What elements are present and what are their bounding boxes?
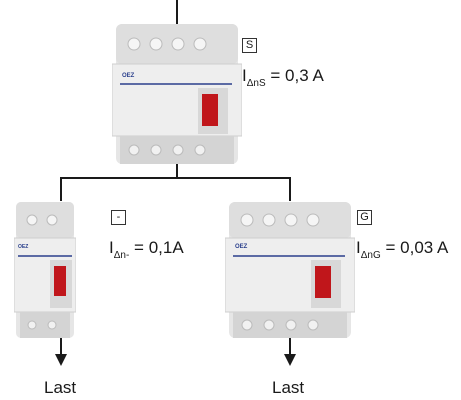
bus-wire-vertical <box>176 162 178 178</box>
breaker-main: OEZ <box>112 24 242 164</box>
load-label-right: Last <box>272 378 305 397</box>
rating-value: = 0,3 A <box>270 66 324 85</box>
type-box-right: G <box>357 210 372 225</box>
rating-subscript: ΔnG <box>360 250 381 261</box>
rating-subscript: Δn- <box>113 250 130 261</box>
breaker-left: OEZ <box>14 202 76 338</box>
type-box-main: S <box>242 38 257 53</box>
rating-symbol: I <box>356 238 361 257</box>
type-box-left: - <box>111 210 126 225</box>
brand-logo-right: OEZ <box>235 244 248 250</box>
rating-symbol: I <box>242 66 247 85</box>
rating-main: IΔnS = 0,3 A <box>242 66 324 89</box>
branch-wire-left <box>60 177 62 201</box>
load-wire-right <box>289 338 291 358</box>
brand-logo-main: OEZ <box>122 73 135 79</box>
load-wire-left <box>60 338 62 358</box>
branch-wire-right <box>289 177 291 201</box>
load-label-left: Last <box>44 378 77 397</box>
rating-subscript: ΔnS <box>246 78 266 89</box>
rating-right: IΔnG = 0,03 A <box>356 238 448 261</box>
rating-value: = 0,03 A <box>385 238 449 257</box>
load-arrow-left-icon <box>55 354 67 366</box>
brand-logo-left: OEZ <box>18 244 28 250</box>
rating-value: = 0,1A <box>134 238 184 257</box>
load-arrow-right-icon <box>284 354 296 366</box>
supply-wire <box>176 0 178 24</box>
breaker-right: OEZ <box>225 202 355 338</box>
rating-left: IΔn- = 0,1A <box>109 238 184 261</box>
rating-symbol: I <box>109 238 114 257</box>
bus-wire-horizontal <box>60 177 290 179</box>
